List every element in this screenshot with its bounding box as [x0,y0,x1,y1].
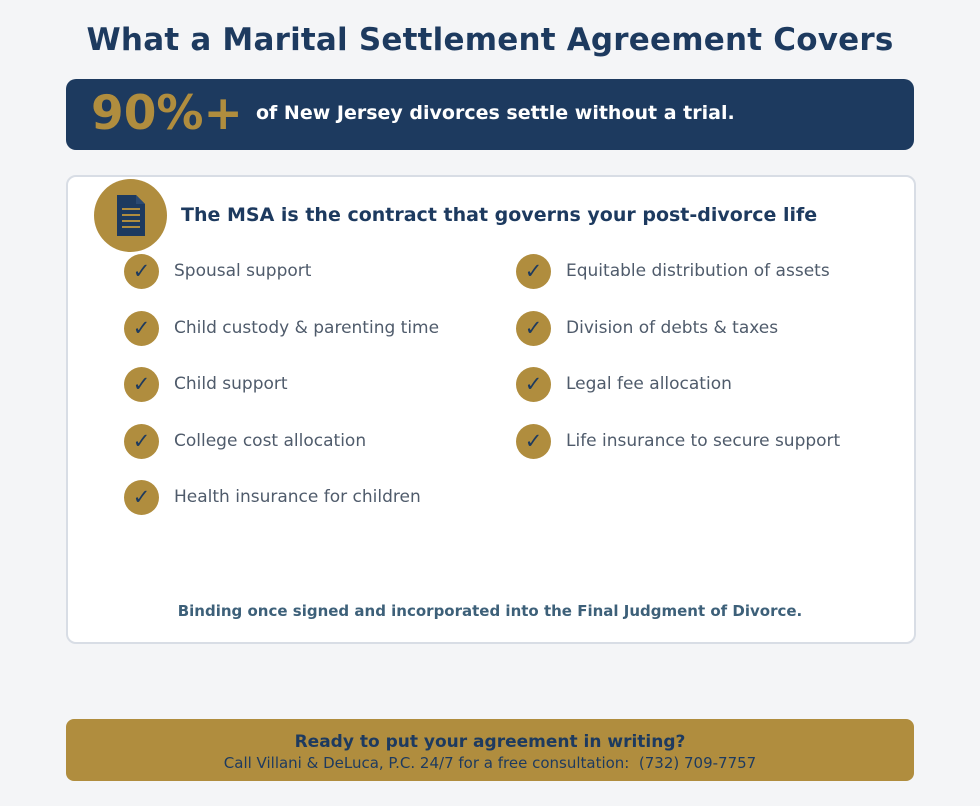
stat-number: 90%+ [91,86,243,141]
cta-banner: Ready to put your agreement in writing? … [66,719,914,781]
document-icon-badge [94,179,167,252]
coverage-item-label: College cost allocation [174,431,367,451]
page-title: What a Marital Settlement Agreement Cove… [86,22,894,58]
check-icon: ✓ [124,254,159,289]
check-icon: ✓ [124,424,159,459]
coverage-item-label: Legal fee allocation [566,374,732,394]
coverage-item-label: Equitable distribution of assets [566,261,830,281]
coverage-item-label: Spousal support [174,261,312,281]
coverage-item-label: Life insurance to secure support [566,431,841,451]
document-icon [117,195,145,236]
stat-banner: 90%+ of New Jersey divorces settle witho… [66,79,914,150]
coverage-item-label: Health insurance for children [174,487,421,507]
coverage-card [66,175,916,644]
check-icon: ✓ [516,311,551,346]
coverage-item-label: Child support [174,374,288,394]
check-icon: ✓ [124,480,159,515]
check-icon: ✓ [516,254,551,289]
binding-note: Binding once signed and incorporated int… [177,602,803,620]
check-icon: ✓ [516,424,551,459]
check-icon: ✓ [124,311,159,346]
stat-text: of New Jersey divorces settle without a … [256,102,735,124]
coverage-item-label: Division of debts & taxes [566,318,779,338]
cta-subtitle: Call Villani & DeLuca, P.C. 24/7 for a f… [223,754,757,772]
check-icon: ✓ [124,367,159,402]
card-heading: The MSA is the contract that governs you… [181,204,818,226]
check-icon: ✓ [516,367,551,402]
coverage-item-label: Child custody & parenting time [174,318,440,338]
cta-title: Ready to put your agreement in writing? [294,732,686,752]
